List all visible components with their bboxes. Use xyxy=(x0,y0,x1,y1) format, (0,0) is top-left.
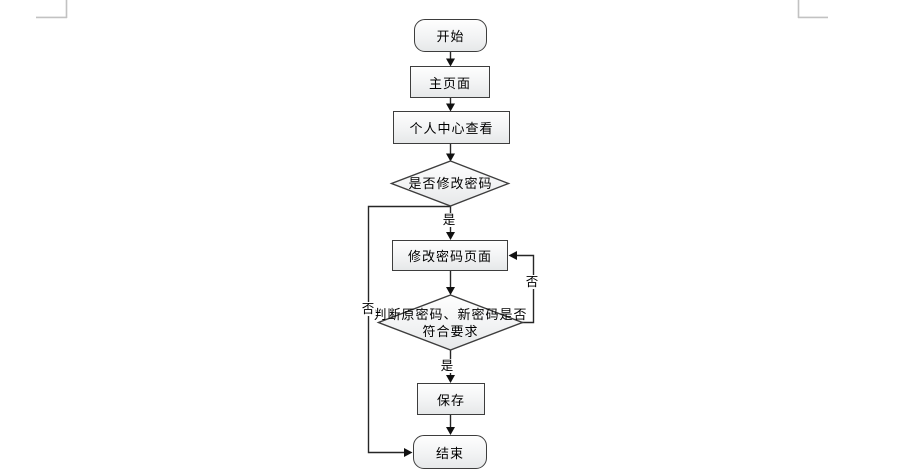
arrowhead-icon xyxy=(446,232,455,240)
node-main-page-label: 主页面 xyxy=(428,75,471,91)
edge-label-no-left: 否 xyxy=(360,302,376,316)
edge-label-yes-2: 是 xyxy=(439,359,455,373)
node-start-label: 开始 xyxy=(436,29,465,44)
arrowhead-icon xyxy=(446,58,455,67)
node-save[interactable]: 保存 xyxy=(417,383,485,415)
arrowhead-icon xyxy=(446,427,455,435)
node-modify-decision-shape[interactable] xyxy=(389,160,511,207)
arrowhead-icon xyxy=(446,375,455,383)
arrowhead-icon xyxy=(446,103,455,112)
node-save-label: 保存 xyxy=(436,392,465,408)
flowchart-arrowheads xyxy=(404,58,517,457)
arrowhead-icon xyxy=(446,153,455,162)
crop-mark-top-left-icon xyxy=(36,0,68,19)
arrowhead-icon xyxy=(446,287,455,295)
arrowhead-icon xyxy=(508,251,517,260)
node-personal-center-label: 个人中心查看 xyxy=(409,121,494,136)
edge-decision1-no-left xyxy=(367,205,451,454)
node-end[interactable]: 结束 xyxy=(413,435,487,469)
edge-label-no-right: 否 xyxy=(524,275,540,289)
node-end-label: 结束 xyxy=(435,445,464,461)
node-personal-center[interactable]: 个人中心查看 xyxy=(393,111,510,144)
edge-label-yes-1: 是 xyxy=(441,213,457,227)
node-validate-decision-shape[interactable] xyxy=(376,294,525,351)
node-modify-page[interactable]: 修改密码页面 xyxy=(392,240,508,271)
node-main-page[interactable]: 主页面 xyxy=(410,66,490,98)
edge-decision2-no-loop xyxy=(516,254,535,324)
crop-mark-top-right-icon xyxy=(797,0,828,19)
node-start[interactable]: 开始 xyxy=(414,19,487,52)
arrowhead-icon xyxy=(404,448,413,457)
node-modify-page-label: 修改密码页面 xyxy=(407,249,492,264)
